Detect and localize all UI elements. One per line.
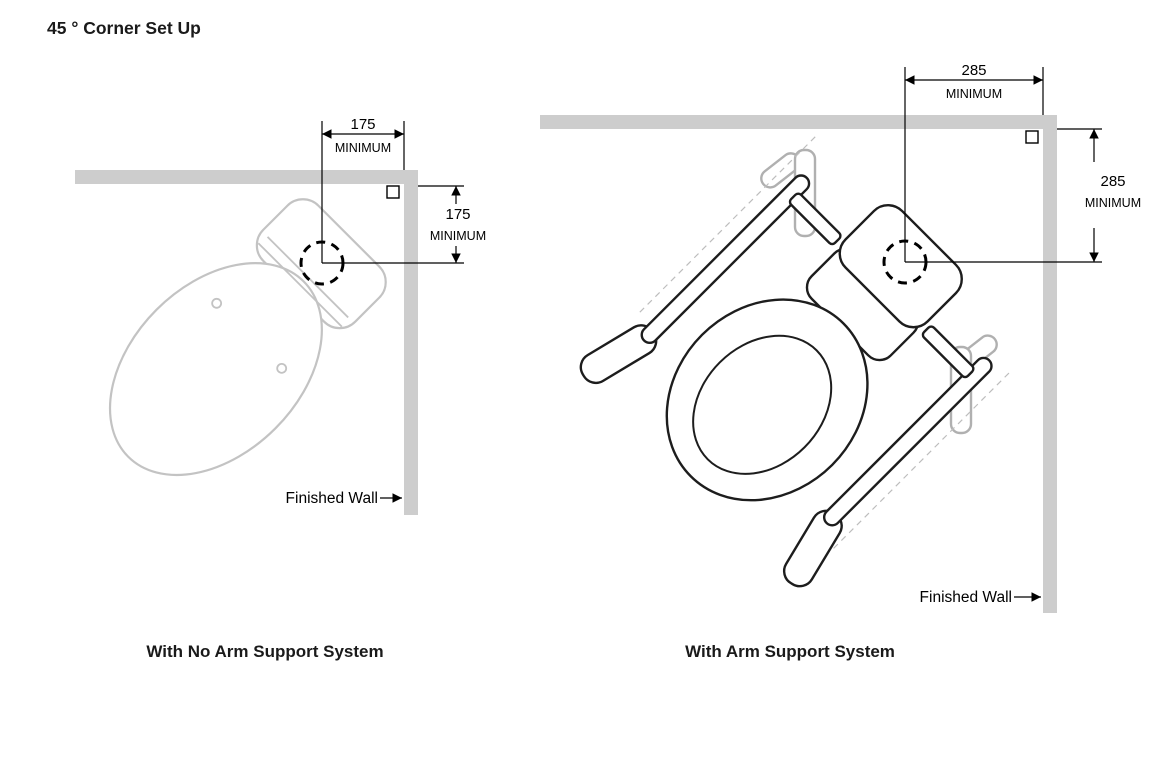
dimension-value: 175 (350, 116, 375, 133)
toilet-tank (838, 204, 963, 329)
page-title: 45 ° Corner Set Up (47, 18, 201, 38)
arm-bracket-right (921, 325, 975, 379)
toilet-with-arms-outline (579, 136, 1010, 588)
dimension-qualifier: MINIMUM (430, 229, 486, 243)
dimension-qualifier: MINIMUM (1085, 196, 1141, 210)
tank-seam-line (257, 242, 343, 328)
seat-hinge-bolt (211, 297, 223, 309)
dimension-vertical: 175 MINIMUM (322, 185, 486, 264)
finished-wall-label: Finished Wall (920, 589, 1012, 606)
diagram-caption: With No Arm Support System (146, 642, 383, 661)
diagram-caption: With Arm Support System (685, 642, 895, 661)
right-angle-icon (1025, 130, 1039, 144)
horizontal-wall (540, 115, 1057, 129)
arm-rail-left (640, 174, 811, 345)
right-angle-icon (386, 185, 400, 199)
dimension-value: 285 (1100, 173, 1125, 190)
toilet-plan-outline (108, 198, 387, 477)
arm-bracket-left (788, 192, 842, 246)
finished-wall-callout: Finished Wall (286, 490, 402, 507)
guide-dashed-line (831, 372, 1010, 551)
horizontal-wall (75, 170, 418, 184)
seat-hinge-bolt (276, 362, 288, 374)
diagram-arm-support: 285 MINIMUM 285 MINIMUM Finished Wall Wi… (540, 62, 1141, 661)
dimension-value: 175 (445, 206, 470, 223)
vertical-wall (404, 170, 418, 515)
dimension-vertical: 285 MINIMUM (905, 128, 1141, 263)
toilet-seat-ring (692, 334, 833, 475)
finished-wall-label: Finished Wall (286, 490, 378, 507)
dimension-qualifier: MINIMUM (335, 141, 391, 155)
toilet-bowl (108, 262, 323, 477)
arm-rail-right (822, 356, 993, 527)
dimension-value: 285 (961, 62, 986, 79)
dimension-horizontal: 175 MINIMUM (321, 116, 405, 263)
guide-dashed-line (637, 136, 816, 315)
locator-circle (299, 240, 345, 286)
finished-wall-callout: Finished Wall (920, 589, 1041, 606)
diagram-no-arm-support: 175 MINIMUM 175 MINIMUM Finished Wall Wi… (75, 116, 486, 661)
vertical-wall (1043, 115, 1057, 613)
dimension-qualifier: MINIMUM (946, 87, 1002, 101)
locator-circle (882, 239, 928, 285)
dimension-horizontal: 285 MINIMUM (904, 62, 1044, 262)
